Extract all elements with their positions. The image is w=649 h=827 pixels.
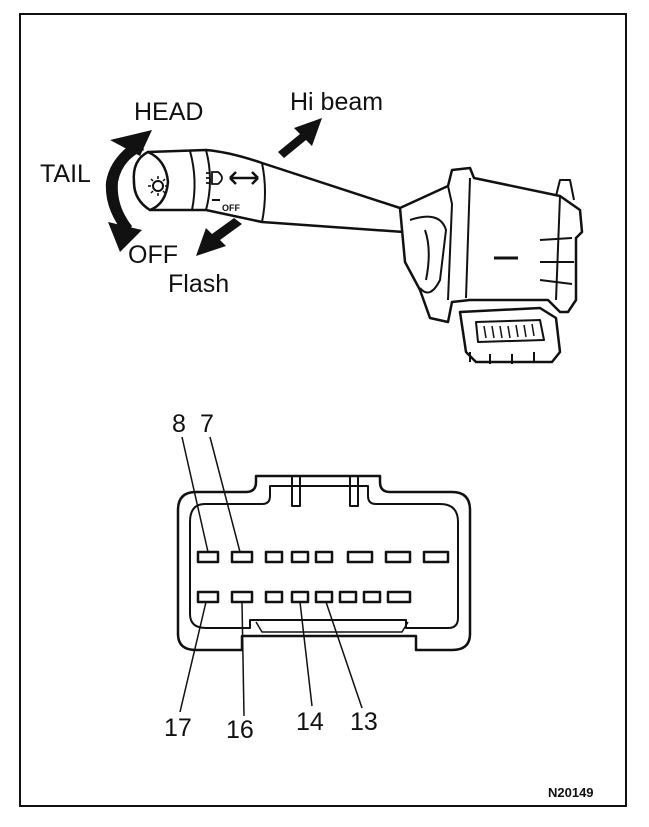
switch-housing — [398, 166, 584, 324]
pin-slot — [290, 550, 310, 564]
pin-slot — [230, 550, 254, 564]
connector-face — [176, 474, 472, 652]
head-label: HEAD — [134, 98, 203, 126]
pin-label-8: 8 — [172, 410, 186, 438]
pin-slot — [346, 550, 374, 564]
pin-slot — [264, 550, 284, 564]
pin-slot — [264, 590, 284, 604]
tail-light-symbol — [152, 180, 164, 192]
pin-label-16: 16 — [226, 716, 254, 744]
tail-label: TAIL — [40, 160, 91, 188]
stalk-off-label: OFF — [222, 203, 240, 213]
knob-cap — [132, 150, 170, 212]
hi-beam-label: Hi beam — [290, 88, 383, 116]
pin-slot — [422, 550, 450, 564]
pin-slot — [314, 550, 334, 564]
stalk-symbols — [148, 171, 259, 201]
light-control-switch — [132, 148, 584, 364]
pin-slot — [196, 590, 220, 604]
pin-slot — [314, 590, 334, 604]
hi-beam-arrow — [278, 118, 322, 158]
flash-arrows-symbol — [229, 171, 259, 185]
pin-label-13: 13 — [350, 708, 378, 736]
pin-slot — [386, 590, 412, 604]
pin-leader-lines — [179, 436, 363, 717]
pin-label-17: 17 — [164, 714, 192, 742]
pin-slot — [384, 550, 412, 564]
flash-label: Flash — [168, 270, 229, 298]
off-label: OFF — [128, 241, 178, 269]
flash-arrow — [196, 218, 242, 256]
pin-slot — [338, 590, 358, 604]
pin-slot — [362, 590, 382, 604]
pin-label-14: 14 — [296, 708, 324, 736]
pin-label-7: 7 — [200, 410, 214, 438]
connector-inner — [189, 485, 459, 629]
figure-code: N20149 — [548, 785, 594, 800]
rotation-arrow — [105, 130, 152, 252]
switch-stalk — [132, 148, 406, 234]
figure-frame — [19, 13, 627, 807]
headlight-symbol — [206, 171, 223, 185]
